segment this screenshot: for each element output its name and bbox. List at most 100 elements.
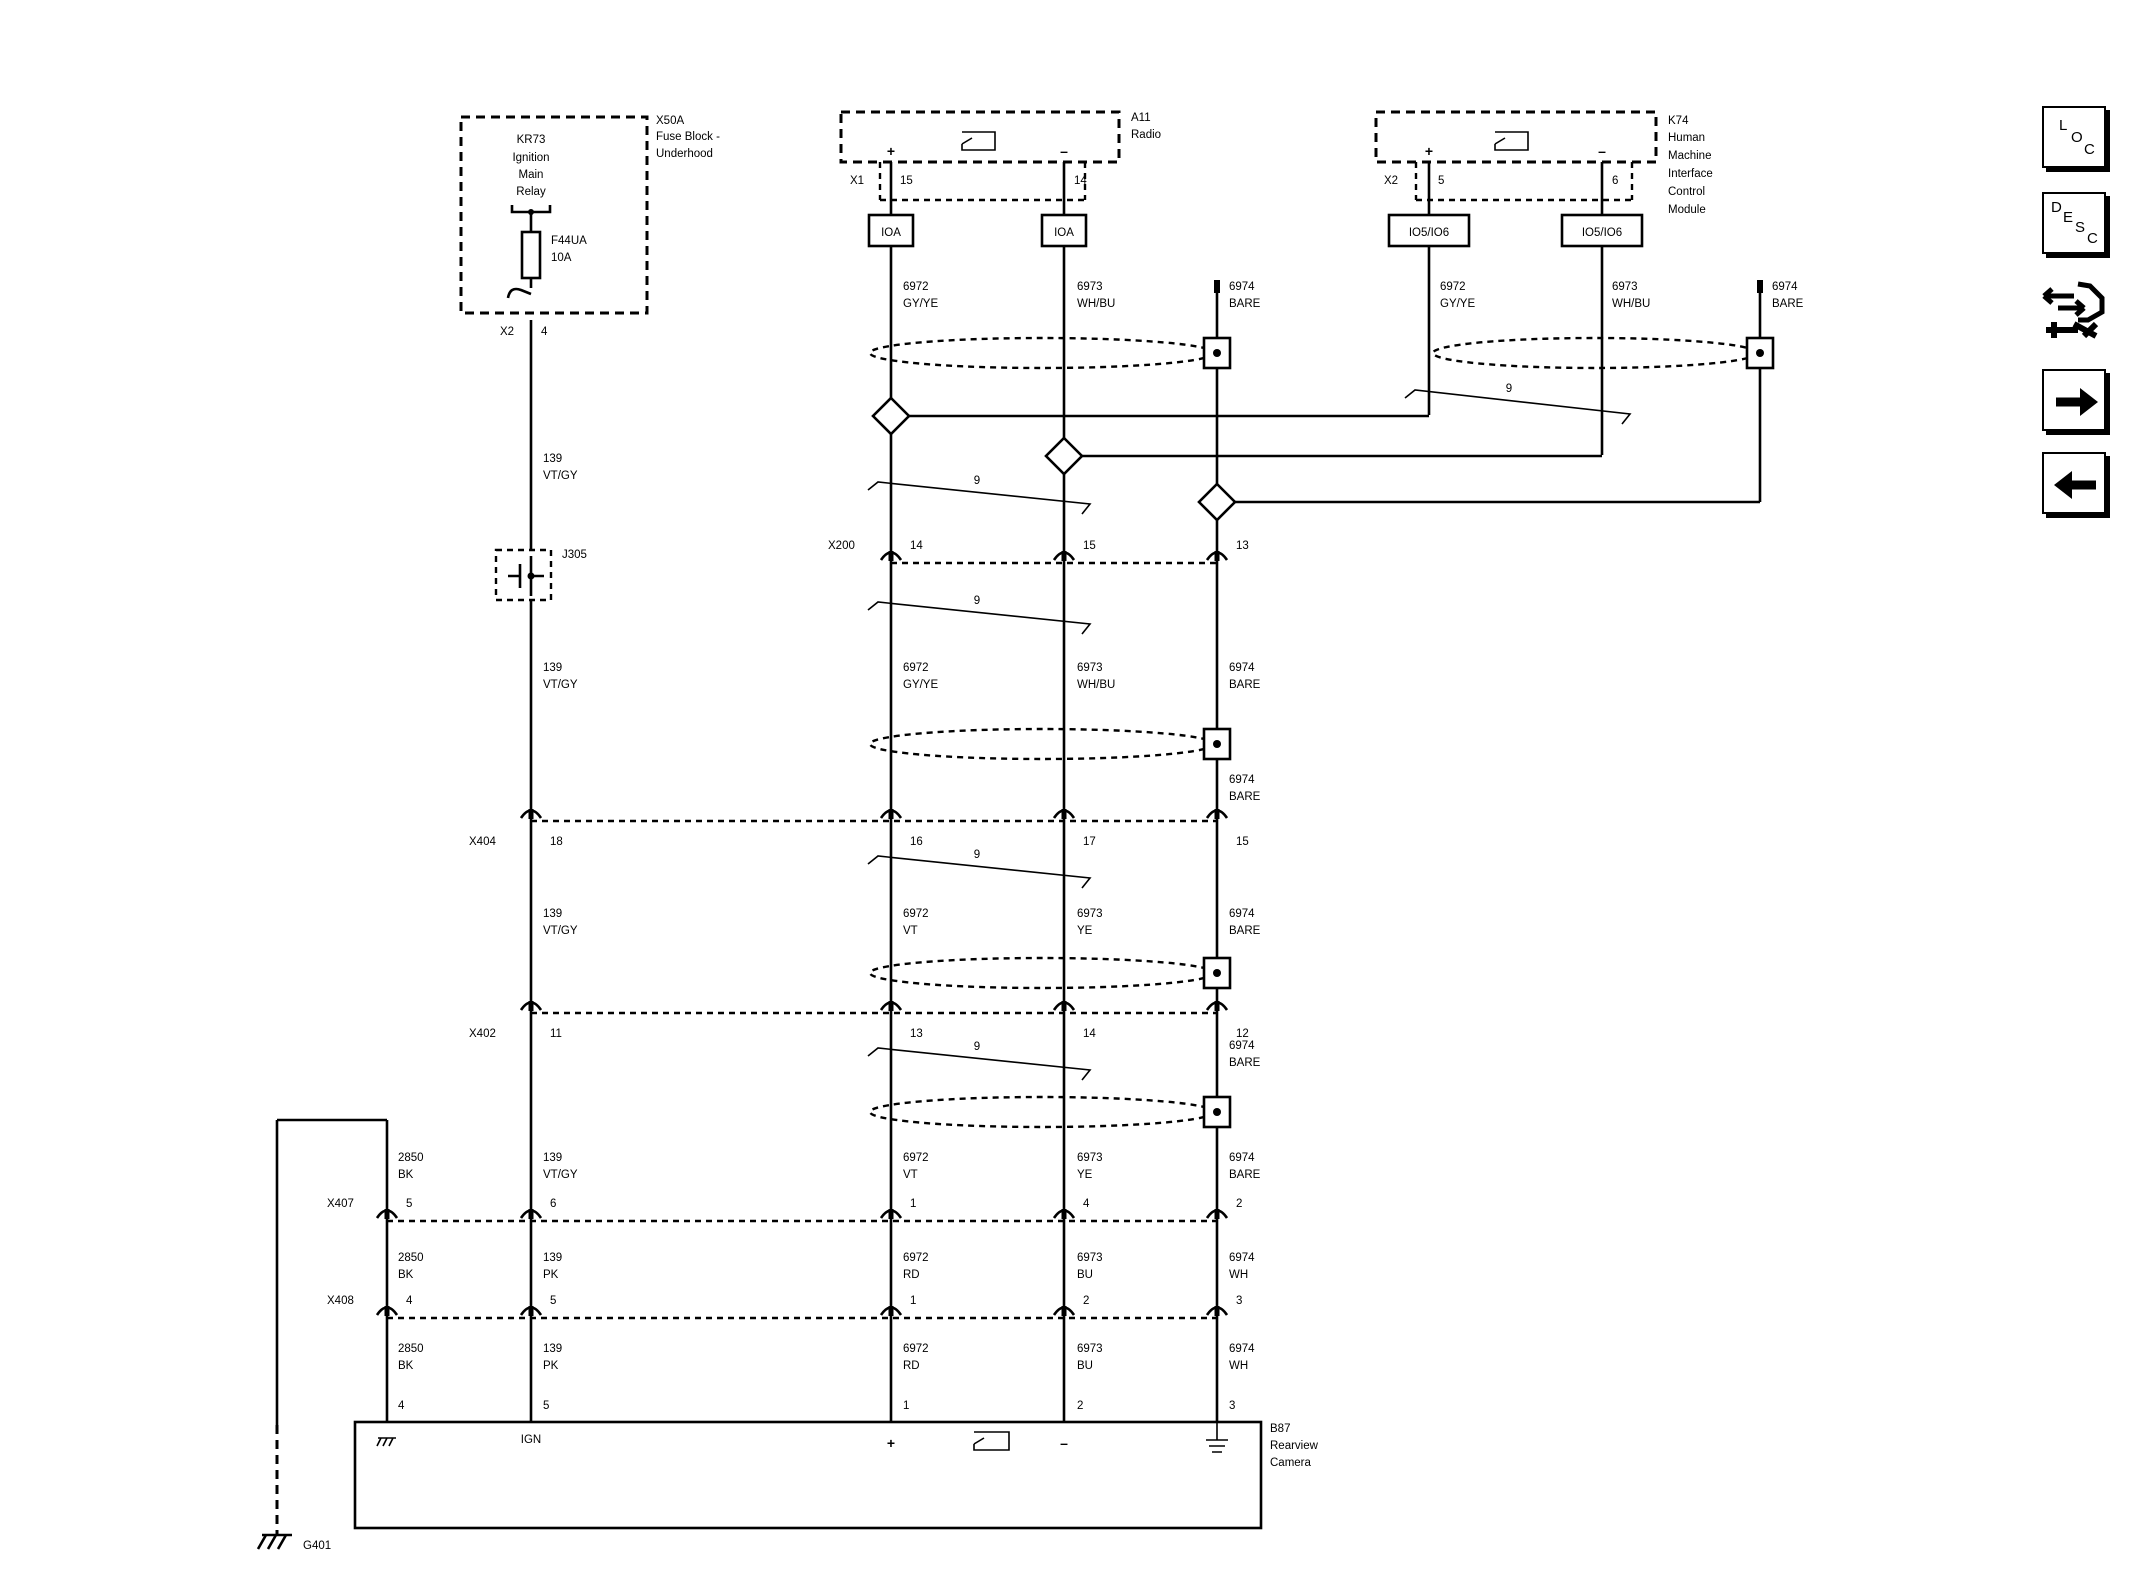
wire-label-circuit: 139 xyxy=(543,453,562,465)
splices xyxy=(871,396,1237,522)
shield-drain-terminal xyxy=(1202,336,1232,370)
wire-label-color: PK xyxy=(543,1360,559,1372)
connector-pin: 4 xyxy=(1083,1198,1090,1210)
location-icon: L O C xyxy=(2059,117,2095,158)
connector-pin: 14 xyxy=(1083,1028,1096,1040)
splice-j305: J305 xyxy=(494,548,587,602)
relay-name-3: Relay xyxy=(516,186,546,198)
fuse-block-x50a: X50A Fuse Block - Underhood KR73 Ignitio… xyxy=(459,115,720,338)
hmi-pin-minus: 6 xyxy=(1612,175,1618,187)
desc-letter: D xyxy=(2051,199,2062,216)
connector-pin: 5 xyxy=(550,1295,556,1307)
wire-label-circuit: 2850 xyxy=(398,1152,424,1164)
shield-ellipse xyxy=(868,1095,1216,1129)
twist-count: 9 xyxy=(974,475,980,487)
connector-x402: X402 11 13 14 12 xyxy=(469,1001,1249,1040)
camera-ign-label: IGN xyxy=(521,1434,541,1446)
wire-label-circuit: 6974 xyxy=(1229,281,1255,293)
connector-pin: 14 xyxy=(910,540,923,552)
connector-x408: X408 4 5 1 2 3 xyxy=(327,1295,1242,1320)
camera-pin: 1 xyxy=(903,1400,909,1412)
splice-ref: J305 xyxy=(562,549,587,561)
wire-label-circuit: 6973 xyxy=(1077,1252,1103,1264)
hmi-minus-sign: – xyxy=(1598,143,1606,159)
description-button[interactable]: D E S C xyxy=(2042,192,2106,254)
wire-label-color: VT/GY xyxy=(543,679,578,691)
twist-count: 9 xyxy=(1506,383,1512,395)
previous-page-button[interactable] xyxy=(2042,452,2106,514)
desc-letter: S xyxy=(2075,219,2085,236)
relay-name-2: Main xyxy=(519,169,544,181)
hmi-name-4: Control xyxy=(1668,186,1705,198)
splice-diamond xyxy=(1197,482,1237,522)
diagnostic-connector-icon xyxy=(2042,281,2105,339)
hmi-pin-plus: 5 xyxy=(1438,175,1444,187)
chassis-ground-icon xyxy=(376,1437,396,1447)
diagnostic-connector-button[interactable] xyxy=(2038,276,2108,344)
desc-letter: E xyxy=(2063,209,2073,226)
radio-ecu-icon xyxy=(961,131,996,151)
camera-plus-sign: + xyxy=(887,1435,895,1451)
wire-label-circuit: 6973 xyxy=(1077,281,1103,293)
connector-x407: X407 5 6 1 4 2 xyxy=(327,1198,1242,1223)
wire-label-circuit: 6973 xyxy=(1077,1152,1103,1164)
wire-label-circuit: 6973 xyxy=(1077,908,1103,920)
hmi-plus-sign: + xyxy=(1425,143,1433,159)
twisted-pair-markers: 9 9 9 9 9 xyxy=(867,383,1632,1081)
relay-ref: KR73 xyxy=(517,134,546,146)
wire-label-circuit: 139 xyxy=(543,1343,562,1355)
wire-label-circuit: 139 xyxy=(543,1152,562,1164)
shield-ellipse xyxy=(868,336,1216,370)
twist-count: 9 xyxy=(974,849,980,861)
connector-name: X408 xyxy=(327,1295,354,1307)
radio-ref: A11 xyxy=(1131,112,1151,124)
hmi-name-1: Human xyxy=(1668,132,1705,144)
signal-ground-icon xyxy=(1206,1422,1228,1453)
wire-label-circuit: 6973 xyxy=(1077,662,1103,674)
wire-label-color: BARE xyxy=(1229,1169,1261,1181)
connector-pin: 2 xyxy=(1083,1295,1089,1307)
radio-name: Radio xyxy=(1131,129,1161,141)
radio-pin-minus: 14 xyxy=(1074,175,1087,187)
option-labels: IOA IOA IO5/IO6 IO5/IO6 xyxy=(867,213,1644,248)
wire-label-color: BARE xyxy=(1229,1057,1261,1069)
connector-pin: 6 xyxy=(550,1198,556,1210)
twisted-pair-marker xyxy=(867,601,1092,635)
wire-label-color: WH xyxy=(1229,1269,1248,1281)
wire-label-color: BARE xyxy=(1229,925,1261,937)
top-wire-labels: 6972 GY/YE 6973 WH/BU 6974 BARE 6972 GY/… xyxy=(903,281,1804,310)
wire-label-color: VT/GY xyxy=(543,925,578,937)
connector-name: X200 xyxy=(828,540,855,552)
wire-label-color: RD xyxy=(903,1360,920,1372)
connector-pin: 12 xyxy=(1236,1028,1249,1040)
location-button[interactable]: L O C xyxy=(2042,106,2106,168)
wire-label-color: BARE xyxy=(1229,791,1261,803)
hmi-ref: K74 xyxy=(1668,115,1689,127)
radio-plus-sign: + xyxy=(887,143,895,159)
wire-label-circuit: 6974 xyxy=(1229,1040,1255,1052)
splice-diamond xyxy=(871,396,911,436)
wire-label-circuit: 139 xyxy=(543,662,562,674)
radio-connector: X1 xyxy=(850,175,864,187)
wire-runs xyxy=(275,162,1763,1535)
connector-pin: 13 xyxy=(1236,540,1249,552)
wire-label-circuit: 2850 xyxy=(398,1252,424,1264)
wire-label-circuit: 6974 xyxy=(1229,1343,1255,1355)
wire-label-circuit: 6974 xyxy=(1229,1152,1255,1164)
wire-label-circuit: 6974 xyxy=(1772,281,1798,293)
wire-label-color: WH/BU xyxy=(1077,679,1115,691)
wire-label-circuit: 6973 xyxy=(1612,281,1638,293)
fuse-block-name-2: Underhood xyxy=(656,148,713,160)
next-page-button[interactable] xyxy=(2042,369,2106,431)
wire-label-color: VT xyxy=(903,925,918,937)
mid-wire-labels: 139 VT/GY 139 VT/GY 6972 GY/YE 6973 WH/B… xyxy=(398,453,1261,1372)
wire-label-circuit: 6972 xyxy=(903,662,929,674)
shield-ellipse xyxy=(868,727,1216,761)
cable-shields xyxy=(868,336,1775,1129)
wire-label-color: YE xyxy=(1077,1169,1093,1181)
wire-label-color: RD xyxy=(903,1269,920,1281)
connector-pin: 4 xyxy=(406,1295,413,1307)
arrow-right-icon xyxy=(2056,388,2098,416)
hmi-module-k74: K74 Human Machine Interface Control Modu… xyxy=(1374,110,1713,216)
wire-label-color: BK xyxy=(398,1169,414,1181)
